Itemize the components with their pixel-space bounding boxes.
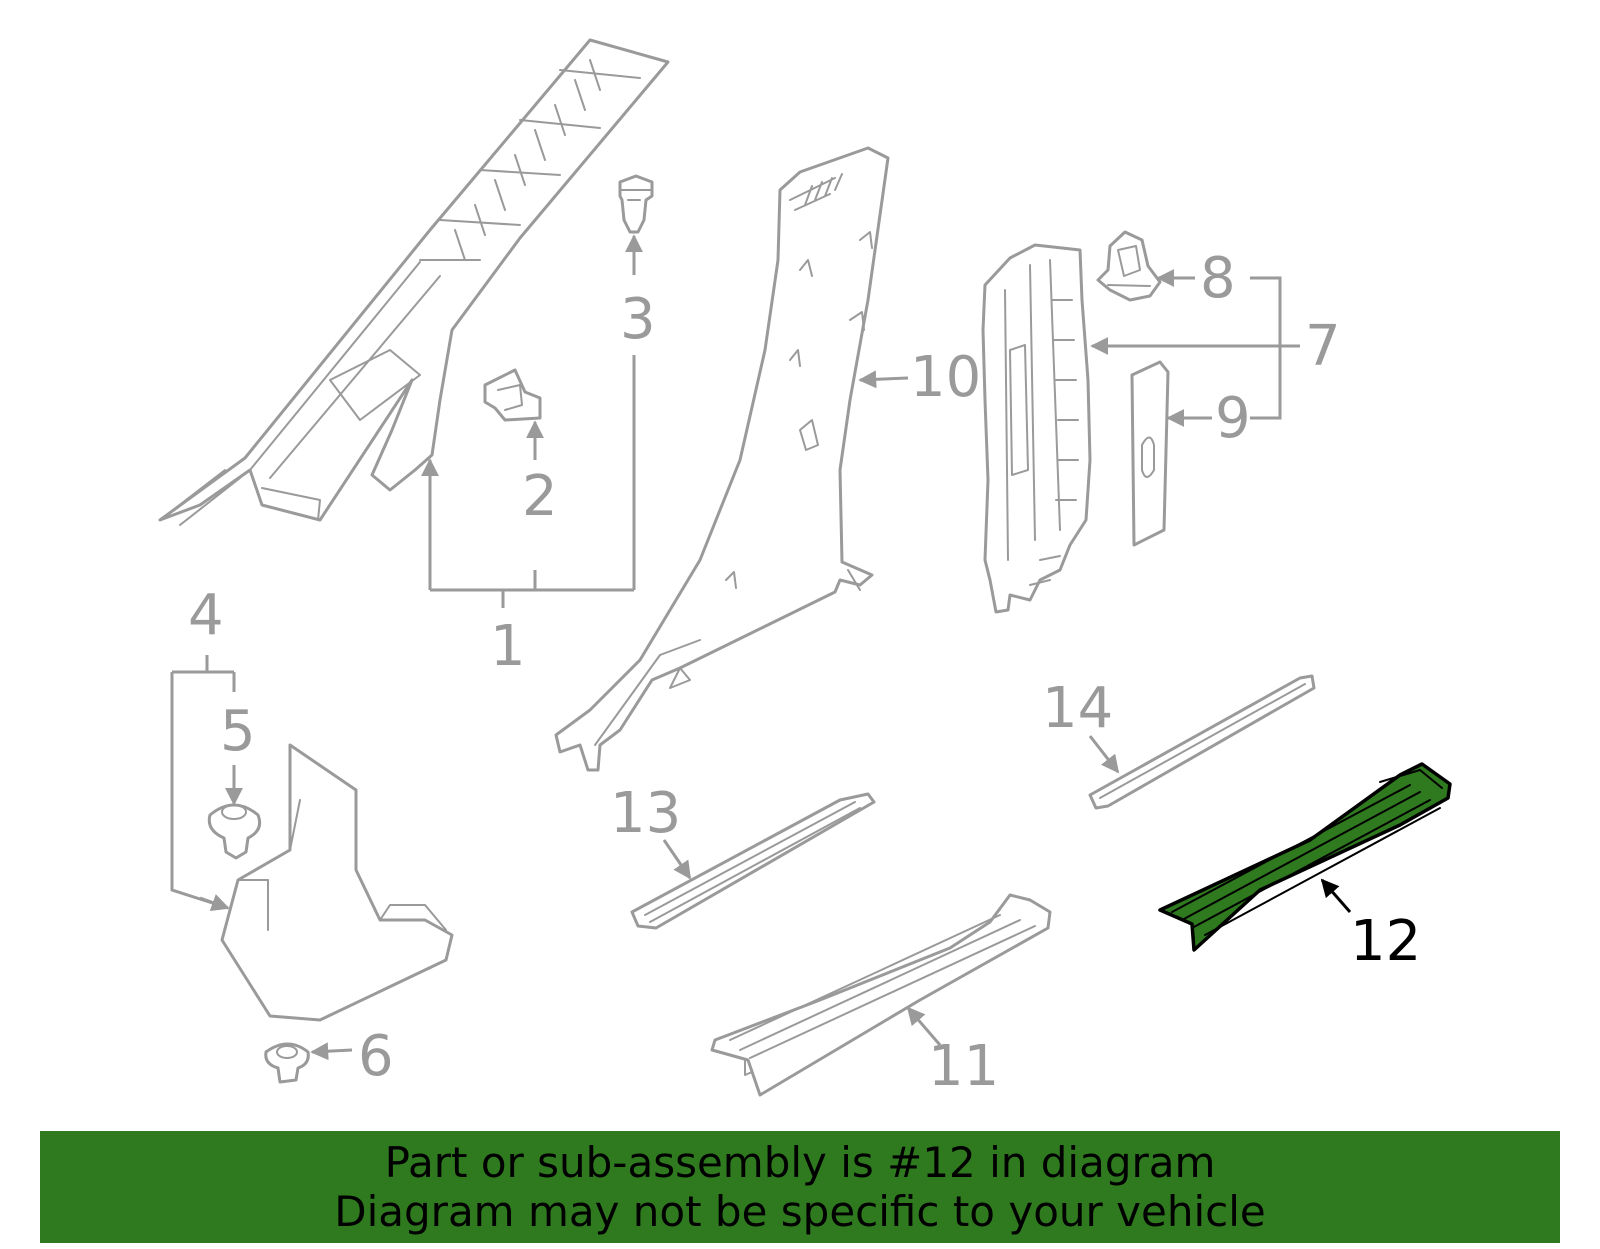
leader-lines [170, 234, 1352, 1061]
part-front-scuff-plate[interactable] [1158, 762, 1452, 952]
callout-6: 6 [358, 1024, 394, 1089]
banner-line-disclaimer: Diagram may not be specific to your vehi… [334, 1187, 1266, 1236]
part-sill-strip[interactable] [1088, 674, 1316, 810]
callout-5: 5 [220, 699, 256, 764]
part-push-fastener[interactable] [618, 174, 654, 234]
callout-3: 3 [620, 287, 656, 352]
part-retainer[interactable] [264, 1042, 310, 1084]
part-b-pillar-clip[interactable] [1096, 230, 1162, 302]
callout-labels: 1 2 3 4 5 6 7 8 9 10 11 12 13 14 [188, 246, 1421, 1099]
callout-4: 4 [188, 583, 224, 648]
part-b-pillar-lower-trim[interactable] [554, 146, 890, 772]
part-clip[interactable] [483, 368, 542, 422]
callout-11: 11 [928, 1034, 999, 1099]
part-push-clip[interactable] [207, 803, 262, 860]
callout-10: 10 [910, 345, 981, 410]
callout-1: 1 [490, 614, 526, 679]
banner-line-part: Part or sub-assembly is #12 in diagram [384, 1138, 1216, 1187]
part-kick-panel[interactable] [220, 743, 454, 1022]
callout-9: 9 [1215, 386, 1251, 451]
callout-7: 7 [1305, 314, 1341, 379]
part-b-pillar-seal[interactable] [1130, 360, 1170, 547]
part-sill-plate[interactable] [630, 792, 876, 930]
callout-8: 8 [1200, 246, 1236, 311]
callout-14: 14 [1042, 676, 1113, 741]
parts-diagram: 1 2 3 4 5 6 7 8 9 10 11 12 13 14 [158, 38, 1452, 1099]
callout-13: 13 [610, 781, 681, 846]
part-a-pillar-trim[interactable] [158, 38, 670, 526]
part-rear-scuff-plate[interactable] [710, 893, 1052, 1097]
callout-12: 12 [1350, 909, 1421, 974]
info-banner: Part or sub-assembly is #12 in diagram D… [40, 1131, 1560, 1243]
part-b-pillar-upper-trim[interactable] [981, 243, 1092, 614]
callout-2: 2 [522, 464, 558, 529]
